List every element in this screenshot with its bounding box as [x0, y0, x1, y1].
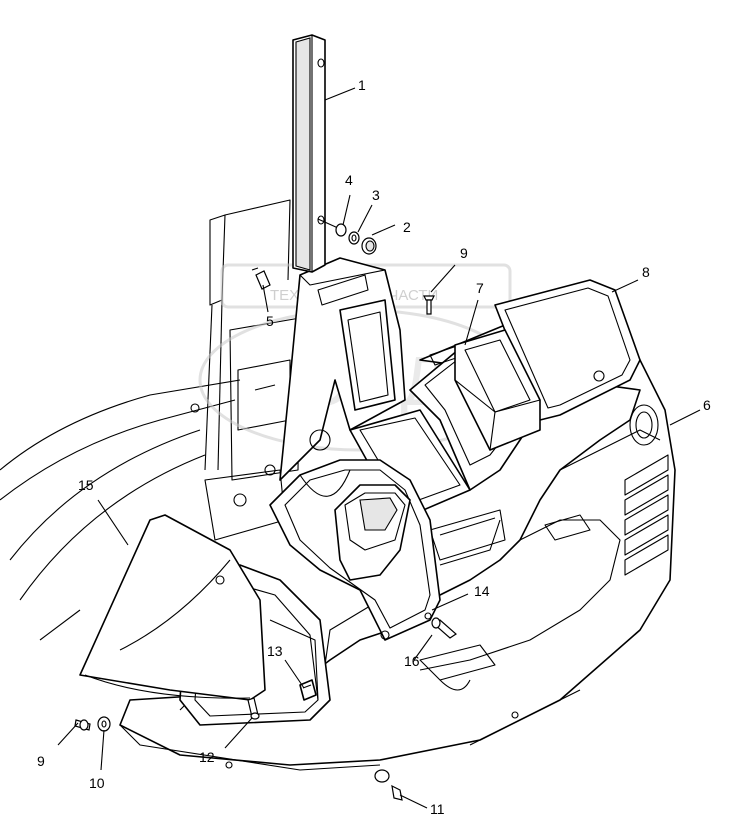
part-2-cap [361, 237, 377, 255]
vent-grille [624, 454, 669, 576]
callout-11: 11 [430, 801, 445, 817]
part-4-washer [317, 218, 347, 237]
part-1-support-bracket [292, 34, 326, 273]
callout-4: 4 [345, 172, 353, 188]
part-16-bolt [431, 617, 457, 639]
fasteners [74, 218, 457, 801]
callout-12: 12 [199, 749, 215, 765]
callout-9-bottom: 9 [37, 753, 45, 769]
callout-2: 2 [403, 219, 411, 235]
callout-7: 7 [476, 280, 484, 296]
part-10-washer [97, 716, 111, 732]
part-13-clip [299, 679, 317, 701]
callout-8: 8 [642, 264, 650, 280]
callout-1: 1 [358, 77, 366, 93]
callout-14: 14 [474, 583, 490, 599]
leader-lines [57, 87, 701, 809]
callout-3: 3 [372, 187, 380, 203]
callout-5: 5 [266, 313, 274, 329]
callout-16: 16 [404, 653, 420, 669]
callout-15: 15 [78, 477, 94, 493]
callout-6: 6 [703, 397, 711, 413]
part-9-screw-bottom [74, 719, 91, 731]
part-12-screw [247, 697, 260, 720]
part-3-nut [348, 231, 360, 245]
part-9-screw-top [423, 295, 435, 315]
callouts: 1 2 3 4 5 6 7 8 9 9 10 11 12 13 14 15 16 [37, 77, 711, 817]
part-11-bolt [374, 769, 403, 801]
part-5-screw [251, 267, 271, 290]
console-tower [279, 257, 406, 481]
part-15-side-cover [79, 514, 266, 701]
callout-13: 13 [267, 643, 283, 659]
part-14-cover [269, 459, 441, 641]
callout-10: 10 [89, 775, 105, 791]
part-7-duct [454, 329, 541, 451]
callout-9-top: 9 [460, 245, 468, 261]
